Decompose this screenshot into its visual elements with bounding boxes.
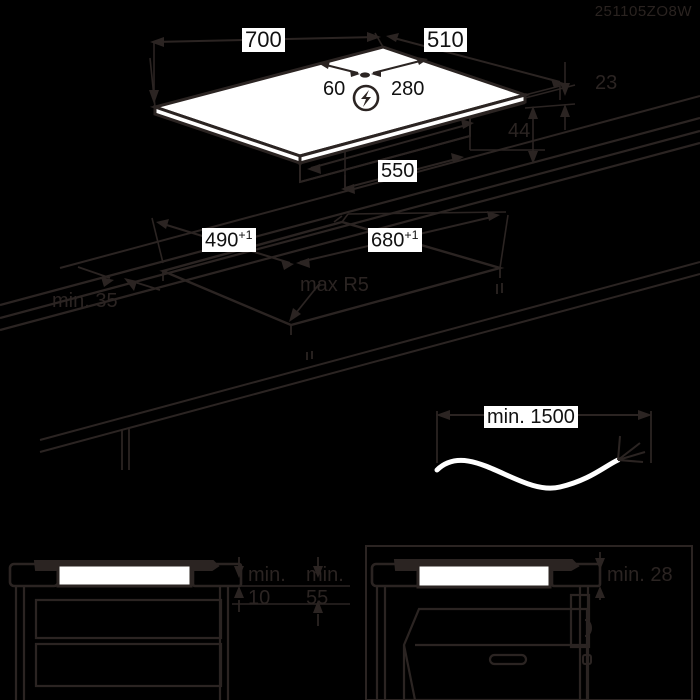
dim-label-490: 490+1 bbox=[202, 228, 256, 252]
arrow-cable-left bbox=[436, 410, 450, 420]
dim-680-ext-b bbox=[499, 214, 509, 269]
dim-label-min-28: min. 28 bbox=[607, 564, 673, 586]
arrow-23-down bbox=[560, 83, 570, 96]
ext-23-ref-top bbox=[524, 84, 576, 99]
arrow-280-left bbox=[371, 70, 381, 77]
arrow-44-down bbox=[528, 151, 538, 164]
oven-hob-glass bbox=[416, 563, 552, 589]
dim-label-700: 700 bbox=[242, 28, 285, 52]
dim-680-tolerance: +1 bbox=[404, 228, 419, 242]
hob-isometric-view bbox=[149, 32, 576, 194]
dim-line-510 bbox=[389, 36, 561, 83]
arrow-cable-right bbox=[638, 410, 652, 420]
arrow-23-up bbox=[560, 104, 570, 117]
oven-body-front-bevel bbox=[402, 644, 417, 700]
worktop-front-face-bottom bbox=[0, 141, 700, 332]
dim-label-min-10-word: min. bbox=[248, 564, 286, 586]
drawer-upper bbox=[34, 598, 223, 640]
arrow-max-r5 bbox=[289, 308, 301, 322]
connection-point-marker bbox=[360, 72, 370, 78]
dim-label-510: 510 bbox=[424, 28, 467, 52]
dim-490-ext-b bbox=[333, 215, 343, 223]
oven-body bbox=[402, 607, 589, 700]
dim-680-value: 680 bbox=[371, 229, 405, 252]
section-oven-view bbox=[365, 545, 693, 700]
dim-label-280: 280 bbox=[388, 78, 428, 100]
hob-right-edge bbox=[298, 93, 527, 165]
cable-wire-1 bbox=[617, 442, 641, 461]
hob-body-rear bbox=[469, 102, 526, 119]
cable-wire-2 bbox=[617, 451, 646, 461]
arrow-min35-a bbox=[101, 277, 114, 287]
arrow-700-right bbox=[367, 32, 381, 42]
worktop-lower-band-b bbox=[39, 273, 700, 453]
cable-wire-4 bbox=[617, 435, 621, 461]
arrow-700-left bbox=[150, 37, 164, 47]
arrow-min28-down bbox=[595, 558, 605, 570]
oven-knob-upper bbox=[584, 619, 592, 637]
arrow-550-left bbox=[307, 164, 321, 174]
document-code: 251105ZO8W bbox=[594, 3, 692, 20]
dim-label-60: 60 bbox=[320, 78, 349, 100]
oven-knob-lower bbox=[582, 654, 592, 665]
arrow-550-right bbox=[461, 119, 474, 129]
dim-490-value: 490 bbox=[205, 229, 239, 252]
arrow-550-bottom-right bbox=[451, 153, 464, 163]
section-drawers-view bbox=[8, 557, 350, 700]
dim-label-max-r5: max R5 bbox=[300, 274, 369, 296]
drawer-lower bbox=[34, 642, 223, 688]
lightning-bolt-icon bbox=[361, 90, 371, 107]
oven-door-handle bbox=[488, 653, 528, 666]
dim-label-min-10-number: 10 bbox=[248, 587, 271, 609]
dim-label-550: 550 bbox=[378, 160, 418, 182]
dim-490-ext-a bbox=[151, 217, 164, 264]
cable-wire-3 bbox=[617, 459, 644, 463]
dim-label-23: 23 bbox=[595, 72, 618, 94]
dim-680-outer-top bbox=[347, 211, 507, 215]
dim-ext-510-from-corner bbox=[524, 85, 561, 96]
dim-label-44: 44 bbox=[508, 120, 531, 142]
arrow-550-bottom-left bbox=[341, 184, 355, 194]
worktop-front-edge-top bbox=[0, 116, 700, 307]
dim-label-680: 680+1 bbox=[368, 228, 422, 252]
electrical-symbol-circle bbox=[352, 84, 380, 112]
arrow-510-left bbox=[386, 33, 399, 42]
arrow-490-right bbox=[281, 260, 294, 270]
arrow-700-corner bbox=[149, 90, 159, 104]
worktop-cutout-view bbox=[0, 95, 700, 470]
arrow-min28-up bbox=[595, 586, 605, 598]
worktop-rear-edge bbox=[59, 95, 700, 269]
hob-body-bottom-line bbox=[299, 135, 471, 183]
arrow-min10-up bbox=[234, 586, 244, 598]
dim-label-min-55-word: min. bbox=[306, 564, 344, 586]
oven-view-frame bbox=[365, 545, 693, 700]
dim-label-min-35: min. 35 bbox=[52, 290, 118, 312]
worktop-lower-band-a bbox=[39, 261, 700, 441]
arrow-min55-up bbox=[313, 600, 323, 613]
drawers-hob-glass bbox=[56, 563, 193, 588]
arrow-min10-down bbox=[234, 566, 244, 578]
arrow-44-up bbox=[528, 106, 538, 119]
dim-line-550 bbox=[310, 123, 471, 169]
dim-490-tolerance: +1 bbox=[238, 228, 253, 242]
dim-label-min-1500: min. 1500 bbox=[484, 406, 578, 428]
dim-680-ext-a bbox=[341, 213, 349, 223]
dim-line-min35-a bbox=[77, 266, 111, 279]
dim-line-280 bbox=[372, 59, 425, 74]
dim-label-min-55-number: 55 bbox=[306, 587, 329, 609]
mains-cable bbox=[434, 457, 621, 491]
arrow-60-left bbox=[318, 61, 330, 69]
arrow-510-right bbox=[551, 79, 564, 88]
arrow-280-right bbox=[416, 57, 428, 65]
arrow-min55-down bbox=[313, 566, 323, 578]
arrow-680-right bbox=[487, 211, 500, 221]
dim-ext-700-right bbox=[374, 32, 384, 48]
arrow-60-right bbox=[350, 70, 360, 77]
arrow-680-left bbox=[296, 258, 310, 268]
arrow-490-left bbox=[156, 219, 169, 229]
arrow-min35-b bbox=[124, 278, 137, 291]
